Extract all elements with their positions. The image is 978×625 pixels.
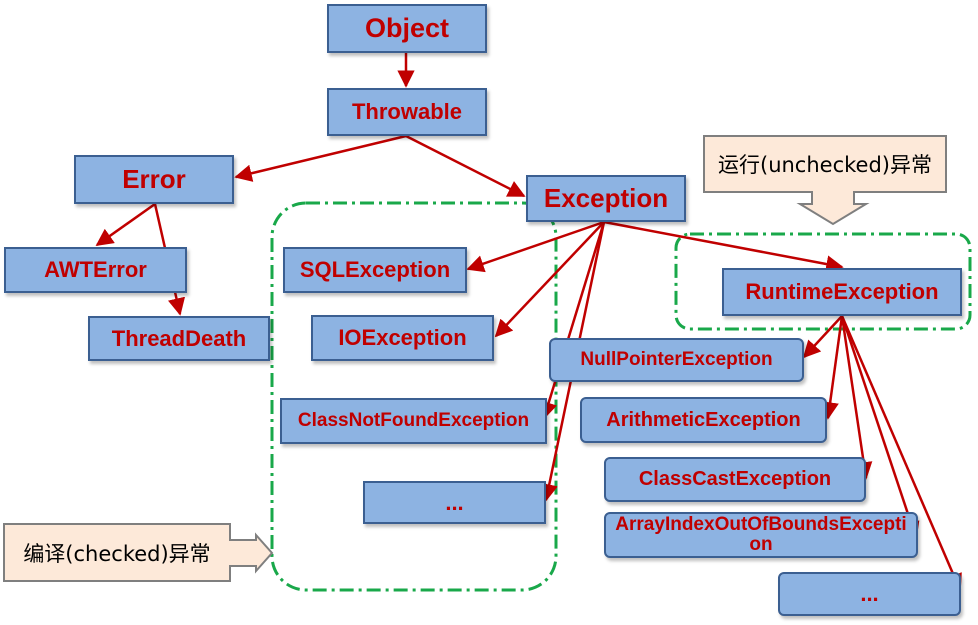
arrow-throwable-error: [234, 134, 407, 182]
arrow-runtime-nullpointer: [802, 315, 843, 359]
arrow-runtime-classcast: [840, 315, 873, 480]
node-arithmeticexception: ArithmeticException: [580, 397, 827, 443]
node-threaddeath: ThreadDeath: [88, 316, 270, 361]
node-throwable: Throwable: [327, 88, 487, 136]
arrow-exception-sql: [466, 220, 605, 273]
arrow-runtime-arithmetic: [821, 315, 844, 420]
arrow-error-awterror: [95, 202, 156, 247]
node-error: Error: [74, 155, 234, 204]
node-classnotfoundexception: ClassNotFoundException: [280, 398, 547, 444]
node-arrayindexoutofboundsexception: ArrayIndexOutOfBoundsException: [604, 512, 918, 558]
node-classcastexception: ClassCastException: [604, 457, 866, 502]
node-sqlexception: SQLException: [283, 247, 467, 293]
unchecked-callout-label: 运行(unchecked)异常: [718, 153, 932, 177]
checked-exceptions-group: [270, 201, 558, 592]
arrow-exception-io: [494, 221, 605, 338]
checked-callout-label: 编译(checked)异常: [23, 541, 211, 566]
arrow-runtime-more: [840, 315, 962, 592]
arrow-exception-runtime: [603, 220, 844, 273]
unchecked-callout: 运行(unchecked)异常: [704, 136, 946, 192]
node-object: Object: [327, 4, 487, 53]
arrow-exception-classnotfound: [540, 221, 606, 420]
node-checked-more: ...: [363, 481, 546, 524]
node-runtimeexception: RuntimeException: [722, 268, 962, 316]
arrow-runtime-arrayindex: [840, 315, 920, 540]
node-exception: Exception: [526, 175, 686, 222]
checked-callout-shape: [3, 523, 274, 582]
node-nullpointerexception: NullPointerException: [549, 338, 804, 382]
node-unchecked-more: ...: [778, 572, 961, 616]
node-ioexception: IOException: [311, 315, 494, 361]
checked-callout: 编译(checked)异常: [4, 524, 230, 581]
arrow-throwable-exception: [405, 134, 526, 198]
unchecked-callout-shape: [703, 135, 947, 226]
node-awterror: AWTError: [4, 247, 187, 293]
